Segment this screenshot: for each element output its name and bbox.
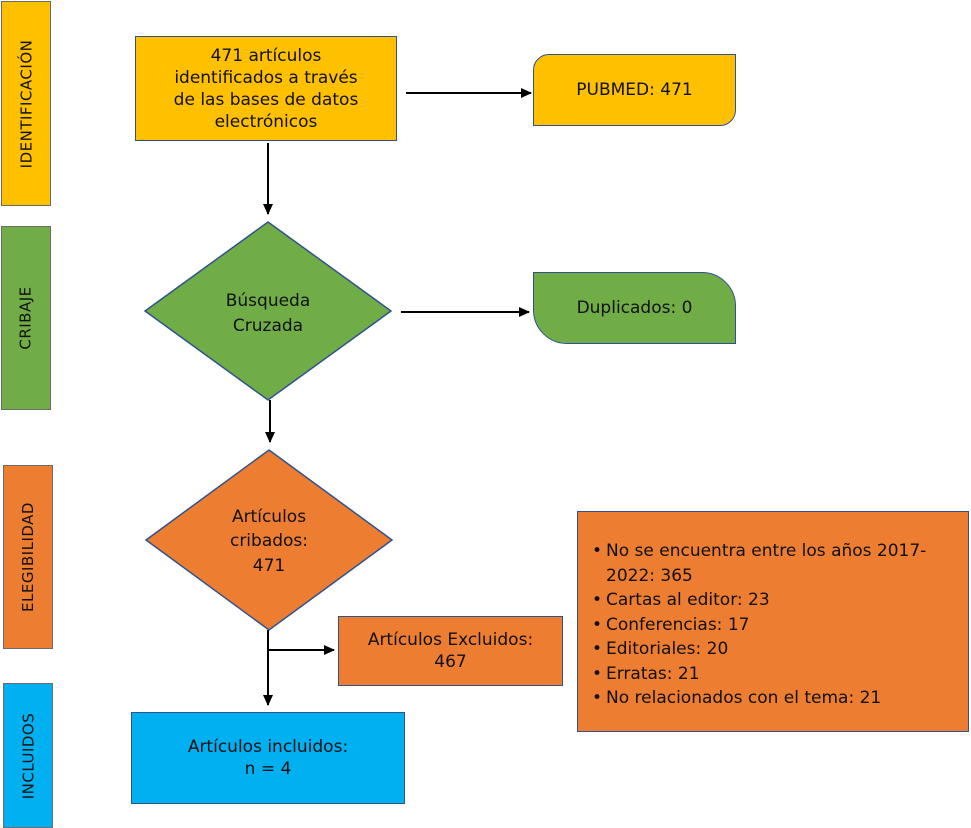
reason-item: • Editoriales: 20 bbox=[592, 637, 958, 662]
reason-item: • No relacionados con el tema: 21 bbox=[592, 686, 958, 711]
reason-editorials: Editoriales: 20 bbox=[606, 639, 729, 659]
excluded-line-2: 467 bbox=[434, 652, 467, 672]
cross-search-diamond bbox=[143, 221, 393, 401]
excluded-line-1: Artículos Excluidos: bbox=[367, 630, 534, 650]
duplicates-box: Duplicados: 0 bbox=[533, 272, 736, 344]
reason-conferences: Conferencias: 17 bbox=[606, 614, 750, 635]
stage-elegibilidad: ELEGIBILIDAD bbox=[3, 465, 53, 649]
reason-unrelated: No relacionados con el tema: 21 bbox=[606, 688, 882, 708]
reason-item: • Cartas al editor: 23 bbox=[592, 588, 958, 613]
stage-incluidos: INCLUIDOS bbox=[3, 683, 53, 828]
identified-line-2: identificados a través bbox=[174, 67, 358, 88]
screened-line-2: cribados: bbox=[230, 531, 308, 551]
pubmed-box: PUBMED: 471 bbox=[533, 54, 736, 126]
included-line-1: Artículos incluidos: bbox=[187, 737, 349, 757]
stage-cribaje: CRIBAJE bbox=[1, 226, 51, 410]
stage-identificacion: IDENTIFICACIÓN bbox=[1, 1, 51, 206]
included-line-2: n = 4 bbox=[244, 759, 292, 779]
exclusion-reasons-box: • No se encuentra entre los años 2017- 2… bbox=[577, 511, 969, 732]
identified-line-4: electrónicos bbox=[214, 111, 318, 132]
reason-item: • Erratas: 21 bbox=[592, 662, 958, 687]
included-articles-box: Artículos incluidos: n = 4 bbox=[131, 712, 405, 804]
identified-line-1: 471 artículos bbox=[210, 45, 322, 66]
reason-errata: Erratas: 21 bbox=[606, 663, 700, 684]
reason-years-line-1: No se encuentra entre los años 2017- bbox=[606, 541, 927, 561]
screened-line-1: Artículos bbox=[232, 507, 306, 527]
identified-articles-box: 471 artículos identificados a través de … bbox=[135, 36, 397, 141]
cross-search-line-1: Búsqueda bbox=[226, 291, 311, 311]
duplicates-label: Duplicados: 0 bbox=[576, 298, 693, 318]
reason-years-line-2: 2022: 365 bbox=[606, 565, 693, 586]
reason-item: • Conferencias: 17 bbox=[592, 613, 958, 638]
screened-line-3: 471 bbox=[253, 556, 285, 576]
reason-letters: Cartas al editor: 23 bbox=[606, 590, 770, 610]
reason-item: • No se encuentra entre los años 2017- 2… bbox=[592, 539, 958, 588]
cross-search-line-2: Cruzada bbox=[233, 316, 303, 336]
identified-line-3: de las bases de datos bbox=[173, 89, 359, 110]
excluded-articles-box: Artículos Excluidos: 467 bbox=[338, 616, 563, 686]
pubmed-label: PUBMED: 471 bbox=[576, 80, 693, 100]
